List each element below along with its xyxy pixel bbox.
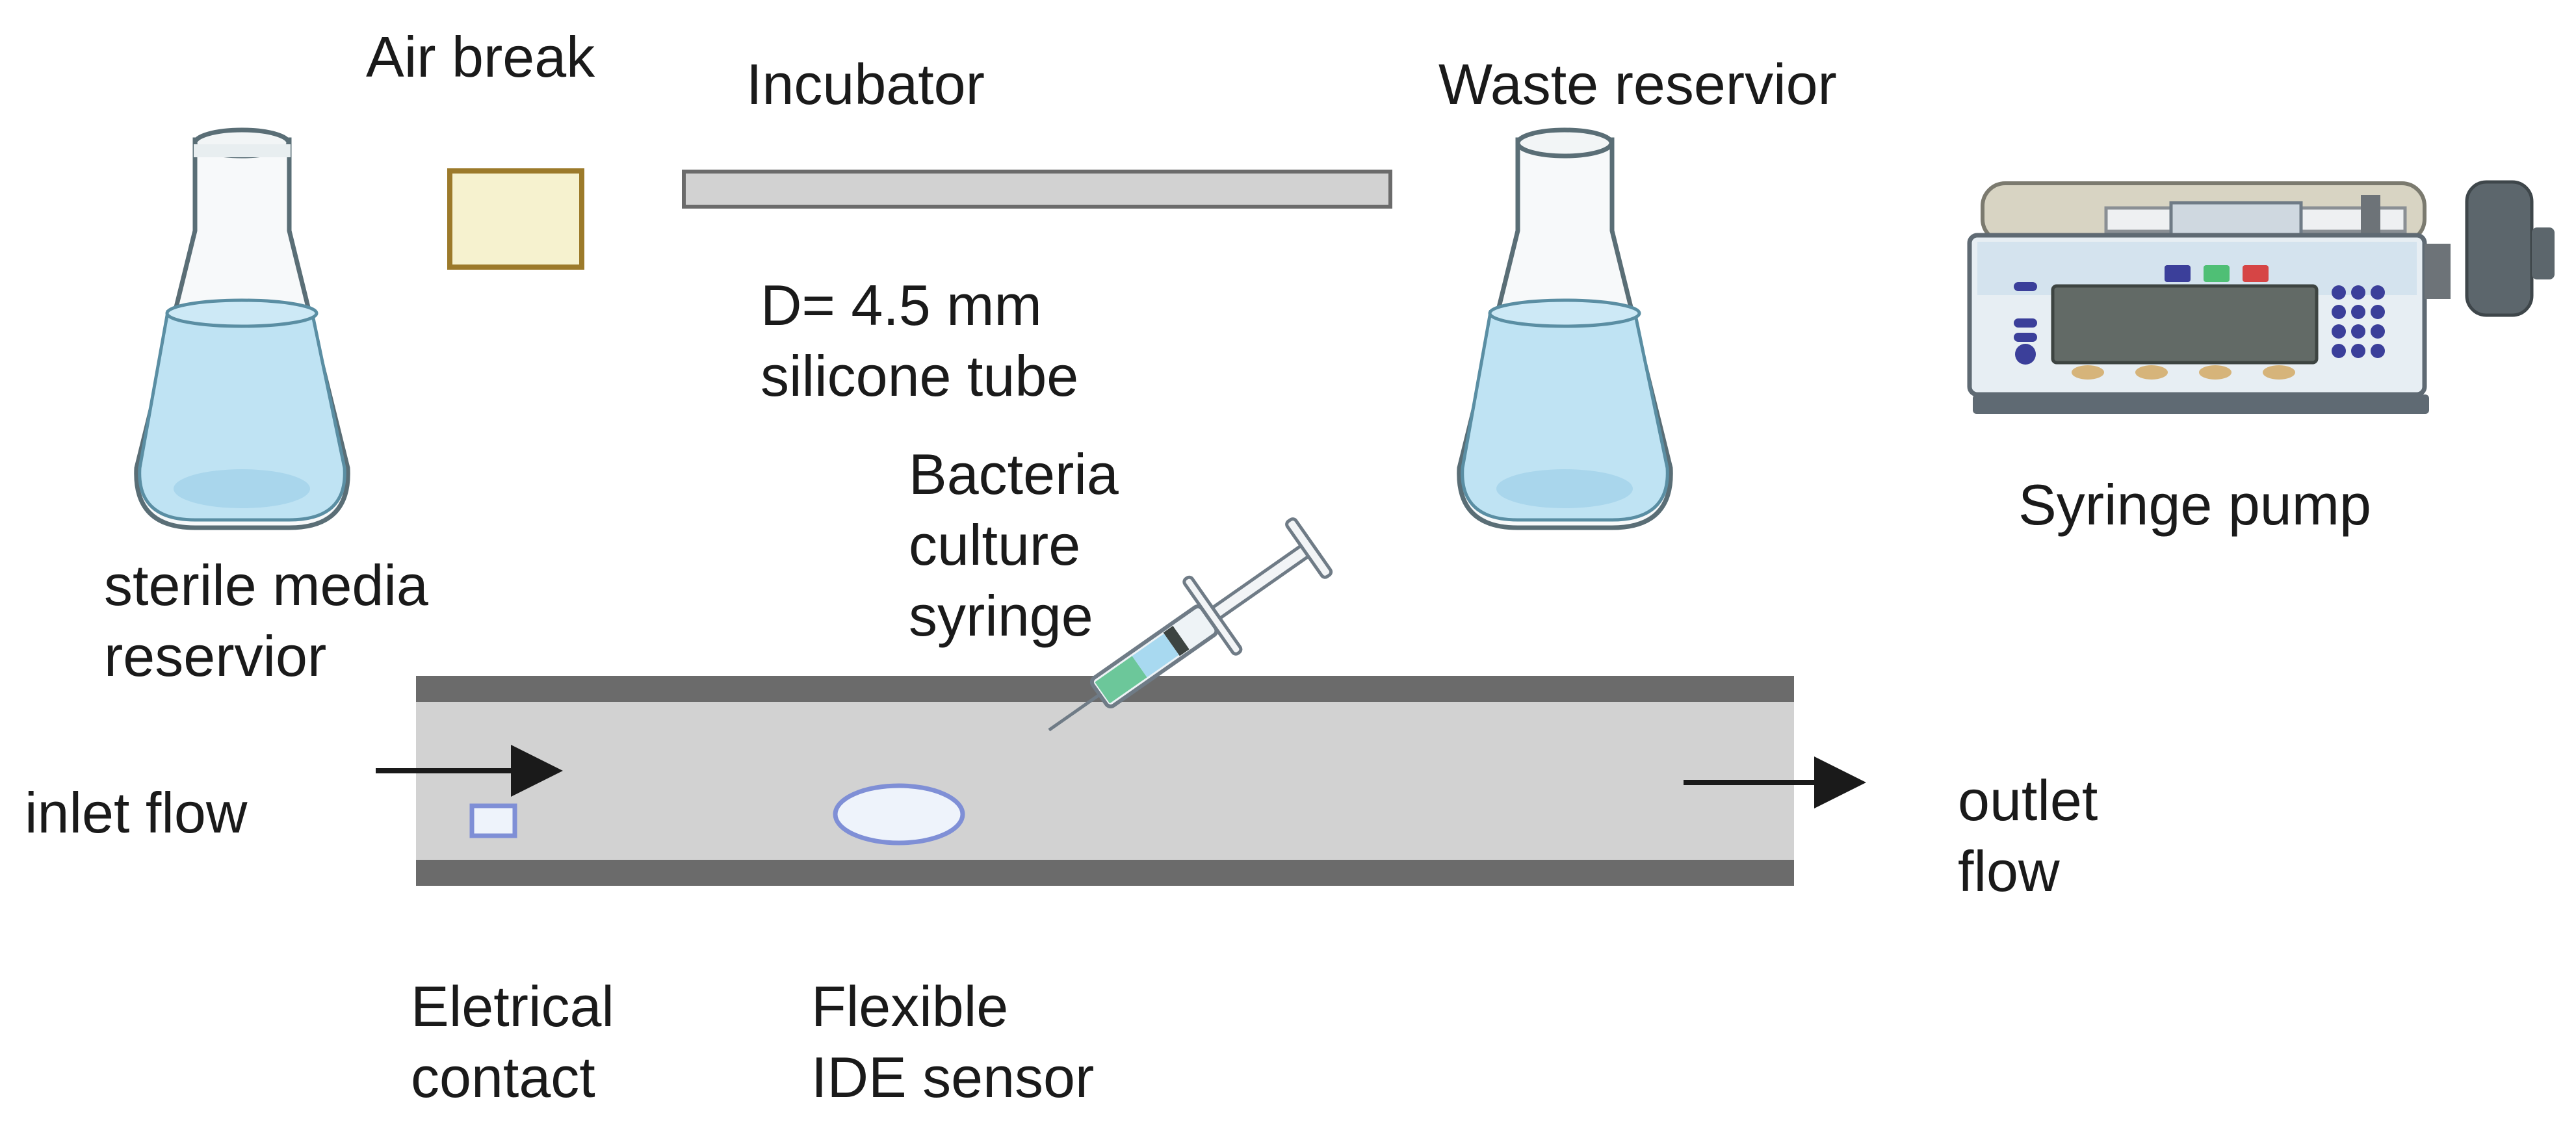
- air-break-box: [447, 168, 584, 270]
- waste-reservoir-flask: [1457, 127, 1673, 530]
- electrical-contact-label-line1: Eletrical: [411, 974, 614, 1039]
- sterile-media-flask: [134, 127, 350, 530]
- sterile-media-label-line2: reservior: [104, 624, 327, 688]
- syringe-pump-label: Syringe pump: [2018, 472, 2371, 537]
- tube-diameter-label: D= 4.5 mm: [761, 273, 1042, 337]
- air-break-label: Air break: [366, 25, 595, 89]
- flow-channel: [416, 676, 1794, 886]
- electrical-contact-label-line2: contact: [411, 1045, 595, 1109]
- bacteria-label-line1: Bacteria: [909, 442, 1119, 506]
- syringe-pump: [1967, 180, 2555, 414]
- inlet-flow-label: inlet flow: [25, 781, 248, 845]
- bacteria-label-line3: syringe: [909, 584, 1093, 648]
- electrical-contact: [469, 803, 517, 838]
- incubator-label: Incubator: [746, 52, 985, 116]
- ide-sensor: [833, 783, 965, 845]
- waste-reservoir-label: Waste reservior: [1438, 52, 1837, 116]
- bacteria-syringe: [1048, 517, 1333, 732]
- outlet-flow-label-line2: flow: [1958, 839, 2060, 903]
- ide-sensor-label-line2: IDE sensor: [811, 1045, 1095, 1109]
- incubator-tube: [682, 170, 1392, 209]
- outlet-flow-label-line1: outlet: [1958, 768, 2098, 833]
- tube-material-label: silicone tube: [761, 344, 1079, 408]
- sterile-media-label-line1: sterile media: [104, 553, 428, 617]
- ide-sensor-label-line1: Flexible: [811, 974, 1009, 1039]
- bacteria-label-line2: culture: [909, 513, 1081, 577]
